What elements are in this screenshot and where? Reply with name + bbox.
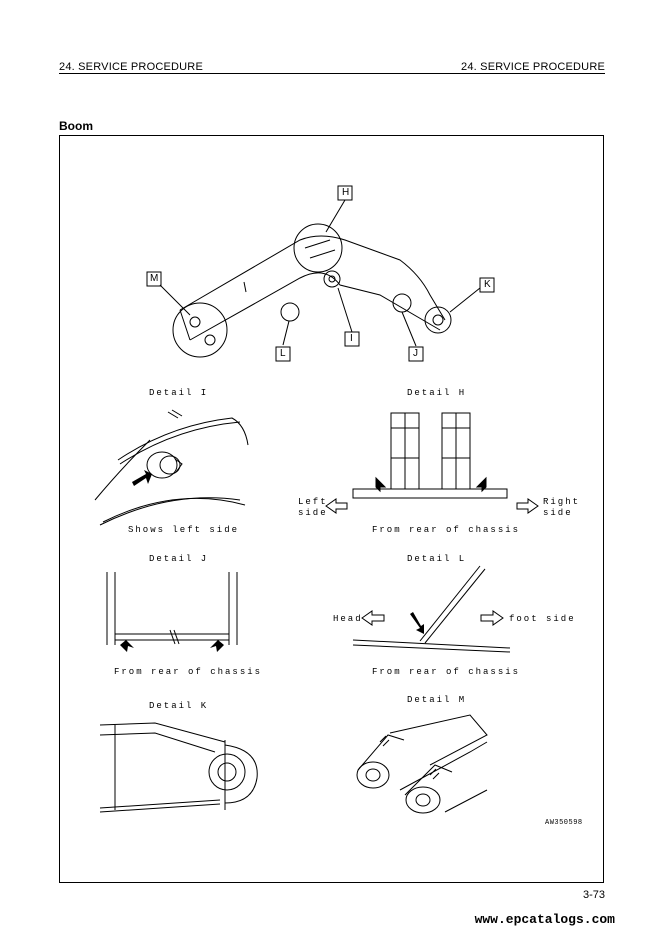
detail-h-right-label-1: Right: [543, 497, 581, 507]
header-rule: [59, 73, 605, 74]
callout-h: H: [342, 187, 350, 198]
callout-box-l: [275, 346, 291, 362]
header-right: 24. SERVICE PROCEDURE: [461, 61, 605, 73]
callout-box-i: [344, 331, 360, 347]
detail-j-arrow-left: [120, 640, 134, 652]
detail-m-title: Detail M: [407, 695, 467, 705]
detail-l-title: Detail L: [407, 554, 467, 564]
figure-code: AW350598: [545, 819, 583, 827]
detail-h-drawing: [325, 412, 539, 514]
header-left: 24. SERVICE PROCEDURE: [59, 61, 203, 73]
detail-h-title: Detail H: [407, 388, 467, 398]
detail-i-drawing: [94, 409, 249, 526]
figure-frame: [59, 135, 604, 883]
callout-m: M: [150, 273, 159, 284]
detail-i-caption: Shows left side: [128, 525, 240, 535]
detail-j-title: Detail J: [149, 554, 209, 564]
page-number: 3-73: [582, 889, 605, 901]
callout-box-h: [337, 185, 353, 201]
detail-h-arrow-left: [375, 476, 387, 493]
callout-box-j: [408, 346, 424, 362]
callout-k: K: [484, 279, 491, 290]
detail-l-left-label: Head: [333, 614, 363, 624]
callout-box-k: [479, 277, 495, 293]
detail-l-caption: From rear of chassis: [372, 667, 521, 677]
detail-h-left-label-1: Left: [298, 497, 328, 507]
detail-m-drawing: [356, 714, 488, 814]
detail-k-drawing: [99, 722, 258, 813]
detail-j-caption: From rear of chassis: [114, 667, 263, 677]
detail-l-right-label: foot side: [509, 614, 576, 624]
section-title: Boom: [59, 119, 93, 133]
callout-j: J: [413, 348, 418, 359]
detail-h-left-label-2: side: [298, 508, 328, 518]
callout-i: I: [350, 333, 353, 344]
detail-l-drawing: [352, 565, 511, 653]
boom-overview: [159, 199, 481, 358]
detail-j-arrow-right: [210, 640, 224, 652]
detail-i-title: Detail I: [149, 388, 209, 398]
callout-box-m: [146, 271, 162, 287]
detail-h-caption: From rear of chassis: [372, 525, 521, 535]
detail-h-arrow-right: [475, 476, 487, 493]
detail-k-title: Detail K: [149, 701, 209, 711]
detail-j-drawing: [106, 572, 238, 645]
detail-h-right-label-2: side: [543, 508, 573, 518]
detail-i-arrow: [132, 470, 152, 486]
detail-l-arrow: [410, 612, 424, 634]
site-watermark: www.epcatalogs.com: [474, 912, 615, 927]
callout-l: L: [280, 348, 286, 359]
